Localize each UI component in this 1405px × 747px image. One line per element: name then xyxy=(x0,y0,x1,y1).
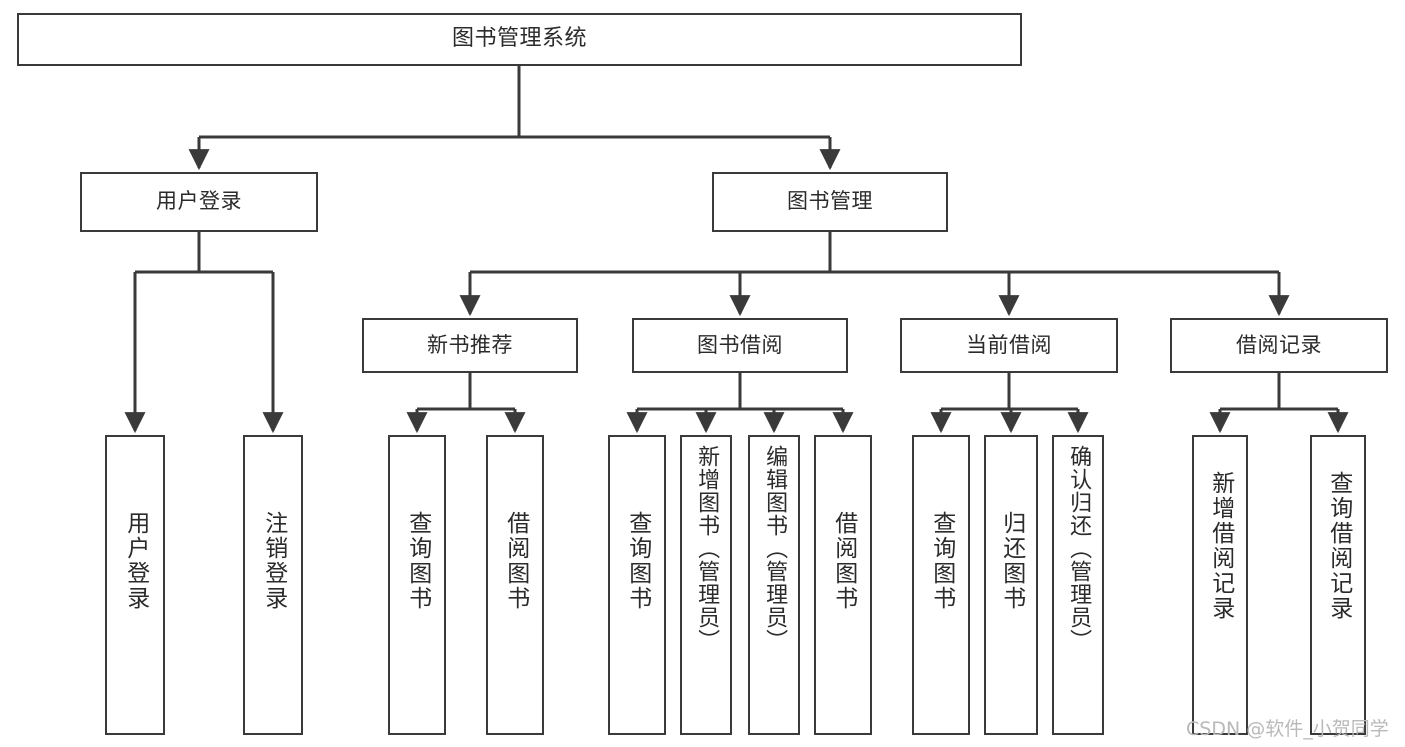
node-leaf-return-book[interactable]: 归还图书 xyxy=(984,435,1038,735)
node-leaf-query-book-current[interactable]: 查询图书 xyxy=(912,435,970,735)
node-leaf-add-record[interactable]: 新增借阅记录 xyxy=(1192,435,1248,735)
node-leaf-add-book-label: 新增图书（管理员） xyxy=(694,445,720,652)
node-root[interactable]: 图书管理系统 xyxy=(17,13,1022,66)
node-leaf-confirm-return-label: 确认归还（管理员） xyxy=(1066,445,1092,652)
node-leaf-user-login-label: 用户登录 xyxy=(122,511,149,611)
node-book-borrow-label: 图书借阅 xyxy=(697,332,783,357)
node-leaf-query-book-new[interactable]: 查询图书 xyxy=(388,435,446,735)
node-leaf-query-record-label: 查询借阅记录 xyxy=(1325,471,1352,621)
node-leaf-confirm-return[interactable]: 确认归还（管理员） xyxy=(1052,435,1104,735)
node-current-borrow[interactable]: 当前借阅 xyxy=(900,318,1118,373)
node-leaf-query-record[interactable]: 查询借阅记录 xyxy=(1310,435,1366,735)
node-leaf-borrow-book-borrow[interactable]: 借阅图书 xyxy=(814,435,872,735)
node-current-borrow-label: 当前借阅 xyxy=(966,332,1052,357)
node-leaf-borrow-book-borrow-label: 借阅图书 xyxy=(830,511,857,611)
node-leaf-return-book-label: 归还图书 xyxy=(998,511,1025,611)
node-user-login-label: 用户登录 xyxy=(156,189,242,214)
node-new-book-recommend[interactable]: 新书推荐 xyxy=(362,318,578,373)
node-leaf-user-login[interactable]: 用户登录 xyxy=(105,435,165,735)
node-root-label: 图书管理系统 xyxy=(451,26,587,52)
node-leaf-query-book-new-label: 查询图书 xyxy=(404,511,431,611)
node-book-borrow[interactable]: 图书借阅 xyxy=(632,318,848,373)
node-leaf-logout[interactable]: 注销登录 xyxy=(243,435,303,735)
node-new-book-recommend-label: 新书推荐 xyxy=(427,332,513,357)
node-leaf-borrow-book-new-label: 借阅图书 xyxy=(502,511,529,611)
node-leaf-logout-label: 注销登录 xyxy=(260,511,287,611)
node-user-login[interactable]: 用户登录 xyxy=(80,172,318,232)
watermark: CSDN @软件_小贺同学 xyxy=(1186,718,1389,740)
node-borrow-record[interactable]: 借阅记录 xyxy=(1170,318,1388,373)
node-leaf-add-book[interactable]: 新增图书（管理员） xyxy=(680,435,732,735)
node-leaf-add-record-label: 新增借阅记录 xyxy=(1207,471,1234,621)
node-book-manage[interactable]: 图书管理 xyxy=(712,172,948,232)
node-leaf-borrow-book-new[interactable]: 借阅图书 xyxy=(486,435,544,735)
node-borrow-record-label: 借阅记录 xyxy=(1236,332,1322,357)
node-leaf-edit-book[interactable]: 编辑图书（管理员） xyxy=(748,435,800,735)
node-leaf-query-book-borrow[interactable]: 查询图书 xyxy=(608,435,666,735)
node-leaf-query-book-current-label: 查询图书 xyxy=(928,511,955,611)
node-book-manage-label: 图书管理 xyxy=(787,189,873,214)
node-leaf-query-book-borrow-label: 查询图书 xyxy=(624,511,651,611)
node-leaf-edit-book-label: 编辑图书（管理员） xyxy=(762,445,788,652)
